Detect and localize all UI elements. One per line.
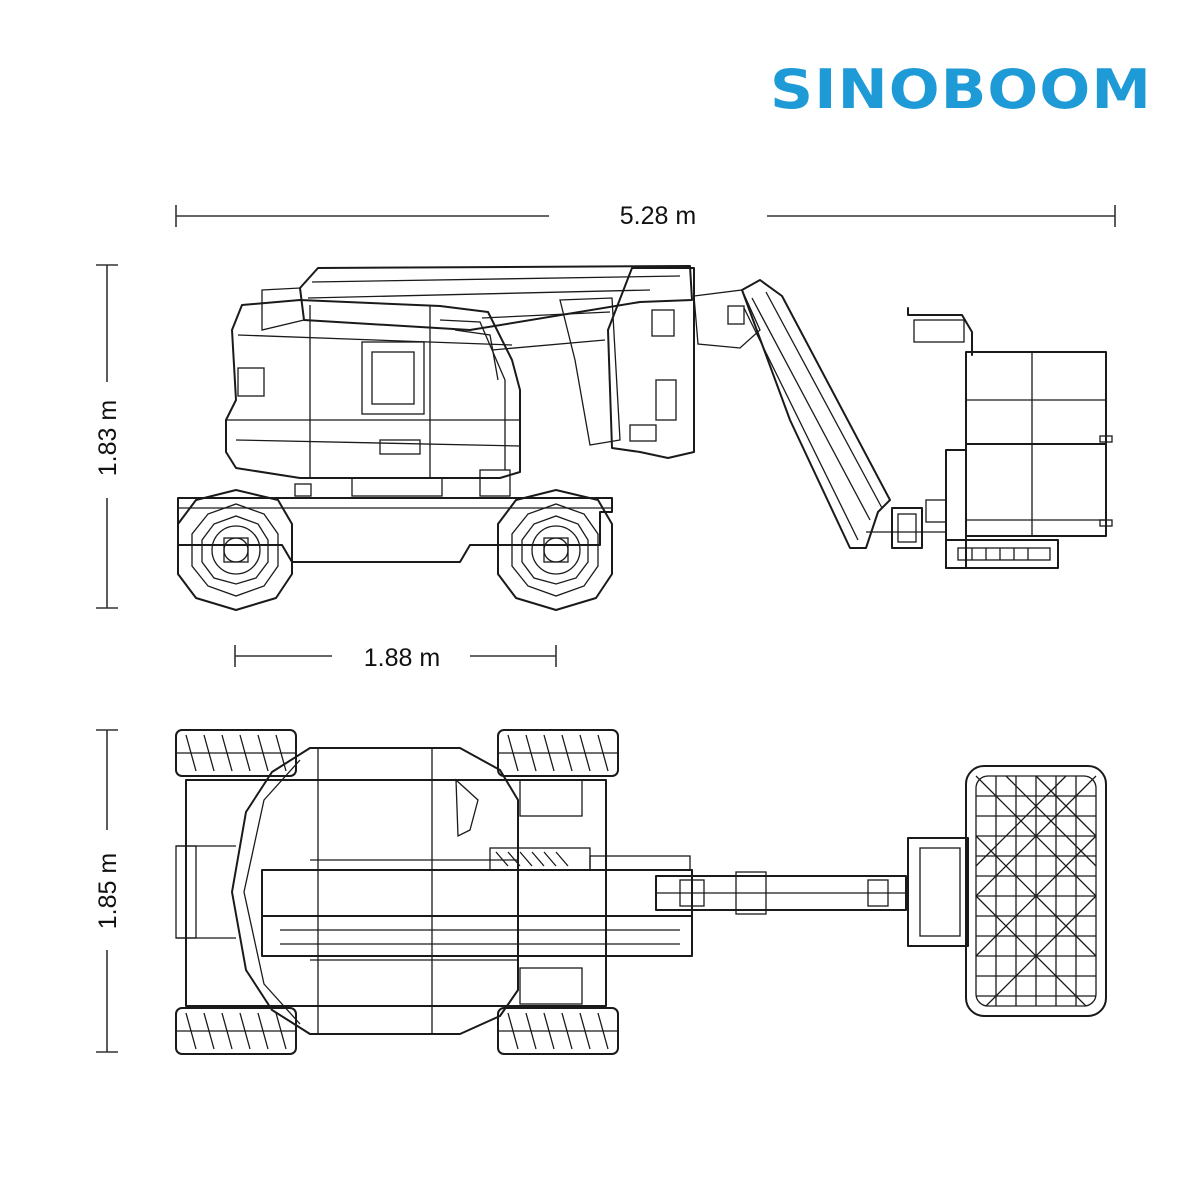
side-view [177, 265, 1113, 611]
tyre-rear-right [175, 1007, 297, 1055]
boom-top [261, 869, 693, 917]
platform-top [907, 765, 1107, 1017]
top-view [175, 729, 1107, 1055]
wheelbase-label: 1.88 m [364, 644, 440, 672]
dim-stowed-height: 1.83 m [94, 264, 122, 609]
jib-link [891, 507, 923, 549]
front-wheel-side [497, 489, 613, 611]
chassis-top [185, 779, 607, 1007]
dim-wheelbase: 1.88 m [234, 644, 557, 672]
overall-length-label: 5.28 m [620, 202, 696, 230]
dim-overall-width: 1.85 m [94, 729, 122, 1053]
brand-logo: SINOBOOM [770, 58, 1152, 121]
overall-width-label: 1.85 m [94, 853, 122, 929]
turntable-body [225, 299, 521, 479]
turntable-top [231, 747, 519, 1035]
logo-wordmark: SINOBOOM [770, 58, 1152, 121]
tyre-front-left [497, 729, 619, 777]
tyre-front-right [497, 1007, 619, 1055]
upper-boom [741, 279, 891, 549]
tyre-rear-left [175, 729, 297, 777]
dim-overall-length: 5.28 m [175, 202, 1116, 230]
stowed-height-label: 1.83 m [94, 400, 122, 476]
work-platform [907, 307, 1113, 569]
rear-wheel-side [177, 489, 293, 611]
lower-boom [299, 265, 693, 331]
boom-riser [607, 267, 695, 459]
